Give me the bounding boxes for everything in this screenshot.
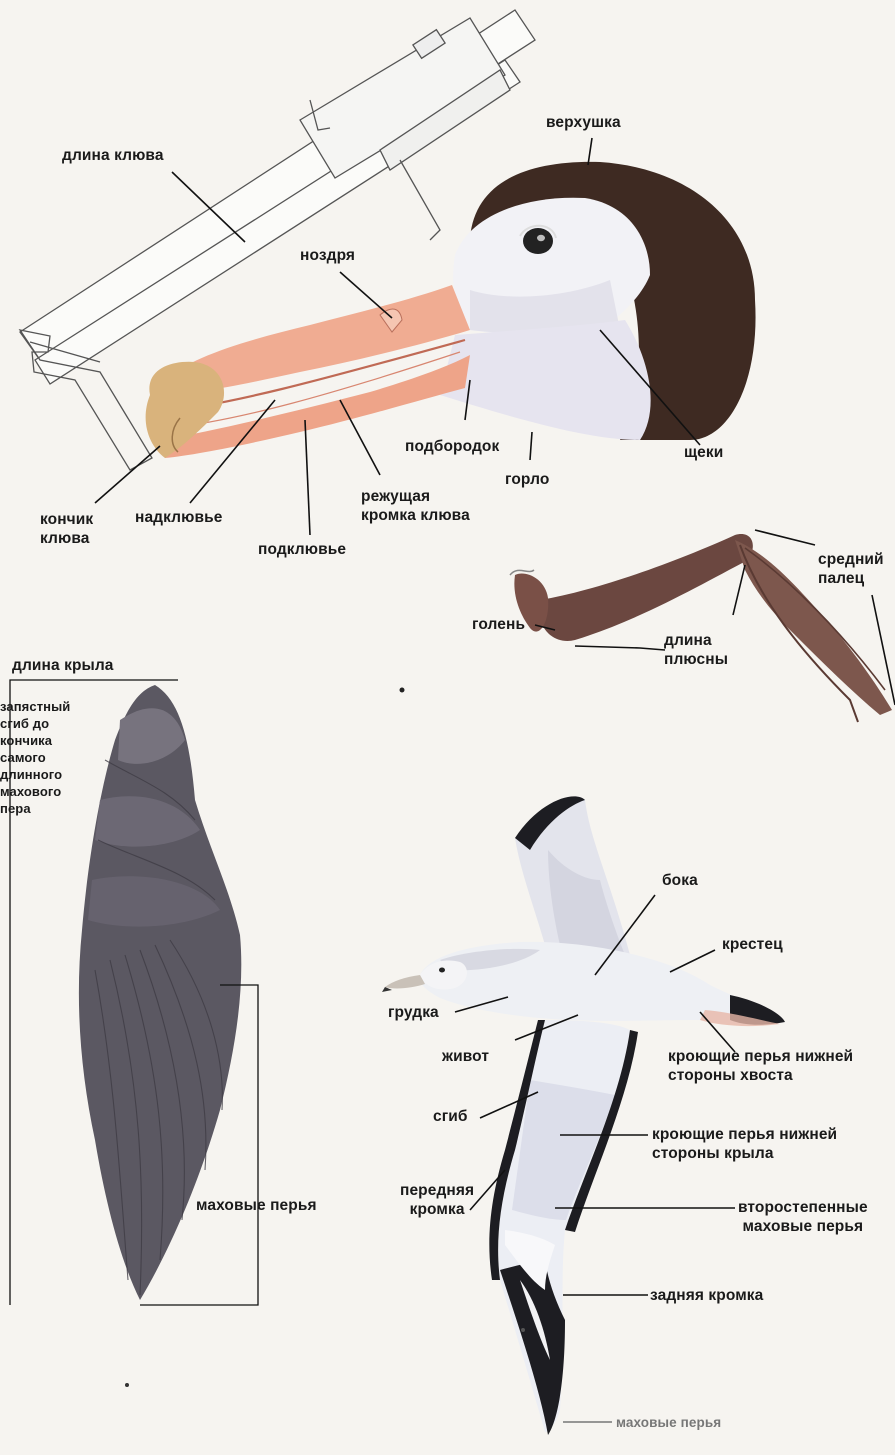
caliper-outline <box>20 10 535 470</box>
leader-rump <box>670 950 715 972</box>
ink-speck <box>125 1383 129 1387</box>
label-cheeks: щеки <box>684 443 723 462</box>
leader-tarsus <box>575 646 665 650</box>
label-nostril: ноздря <box>300 246 355 265</box>
label-beak-length: длина клюва <box>62 146 164 165</box>
leader-lower-mandible <box>305 420 310 535</box>
near-wing <box>498 1020 630 1432</box>
label-belly: живот <box>442 1047 489 1066</box>
label-bend-of-wing: сгиб <box>433 1107 468 1126</box>
label-primaries: маховые перья <box>616 1413 721 1432</box>
label-secondaries: второстепенные маховые перья <box>738 1198 868 1236</box>
label-crown: верхушка <box>546 113 621 132</box>
label-breast: грудка <box>388 1003 439 1022</box>
label-tarsus-length: длина плюсны <box>664 631 728 669</box>
albatross-head <box>440 162 756 440</box>
label-upper-mandible: надклювье <box>135 508 222 527</box>
label-wing-length-note: запястный сгиб до кончика самого длинног… <box>0 698 70 817</box>
tarsus <box>539 534 753 641</box>
label-tibia: голень <box>472 615 525 634</box>
ink-speck <box>400 688 405 693</box>
leader-middle-toe-a <box>755 530 815 545</box>
leader-beak-tip <box>95 446 160 503</box>
label-middle-toe: средний палец <box>818 550 884 588</box>
label-throat: горло <box>505 470 549 489</box>
leader-tarsus-b <box>733 565 745 615</box>
throat-grey <box>440 320 651 440</box>
label-trailing-edge: задняя кромка <box>650 1286 763 1305</box>
label-underwing-coverts: кроющие перья нижней стороны крыла <box>652 1125 837 1163</box>
label-wing-length: длина крыла <box>12 656 114 675</box>
label-lower-mandible: подклювье <box>258 540 346 559</box>
leader-throat <box>530 432 532 460</box>
label-chin: подбородок <box>405 437 499 456</box>
label-flanks: бока <box>662 871 698 890</box>
albatross-bill <box>146 285 470 458</box>
label-flight-feathers-wing: маховые перья <box>196 1196 317 1215</box>
eye-icon <box>523 228 553 254</box>
label-rump: крестец <box>722 935 783 954</box>
ink-speck <box>521 1328 525 1332</box>
leader-crown <box>588 138 592 165</box>
label-undertail-coverts: кроющие перья нижней стороны хвоста <box>668 1047 853 1085</box>
label-cutting-edge: режущая кромка клюва <box>361 487 470 525</box>
flying-bill <box>385 975 425 988</box>
label-leading-edge: передняя кромка <box>400 1181 474 1219</box>
label-beak-tip: кончик клюва <box>40 510 93 548</box>
